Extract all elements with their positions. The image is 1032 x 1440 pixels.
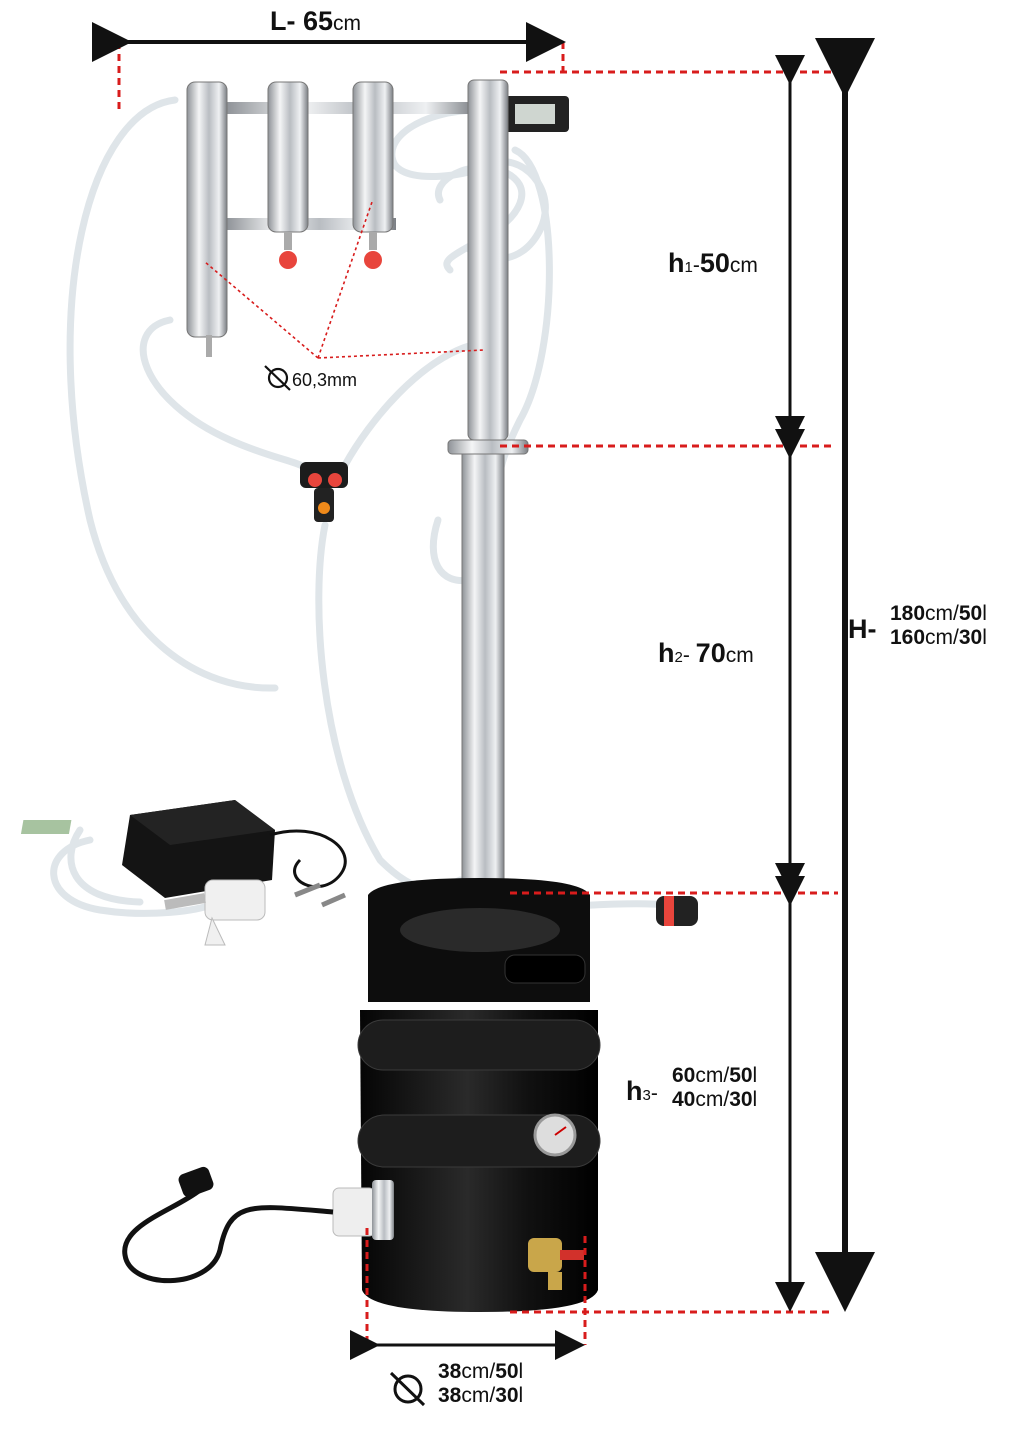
total-height-line-1: 180cm/50l [890,602,987,625]
controller [20,800,347,946]
y-splitter [300,462,348,522]
keg-diameter-line-1: 38cm/50l [438,1360,524,1383]
keg-diameter-values: 38cm/50l 38cm/30l [438,1360,523,1408]
diameter-icon-small [264,365,291,391]
dimension-arrows [92,22,875,1360]
keg [122,878,601,1312]
h3-values: 60cm/50l 40cm/30l [672,1064,757,1112]
pipe-diameter-label: 60,3mm [292,370,358,390]
total-height-values: 180cm/50l 160cm/30l [890,602,987,650]
total-height-line-2: 160cm/30l [890,626,987,650]
diameter-icon [389,1371,426,1407]
h1-label: h1-50cm [668,248,758,278]
h3-line-1: 60cm/50l [672,1064,758,1087]
keg-diameter-line-2: 38cm/30l [438,1384,524,1408]
total-height-label: H- [848,614,877,644]
h3-line-2: 40cm/30l [672,1088,758,1112]
red-guide-lines [117,42,858,1345]
diameter-pointers [204,201,485,359]
h2-label: h2- 70cm [658,638,754,668]
length-label: L- 65cm [270,6,362,36]
h3-label: h3- [626,1076,658,1106]
hose-connector [656,896,698,926]
condenser-assembly [186,81,569,357]
